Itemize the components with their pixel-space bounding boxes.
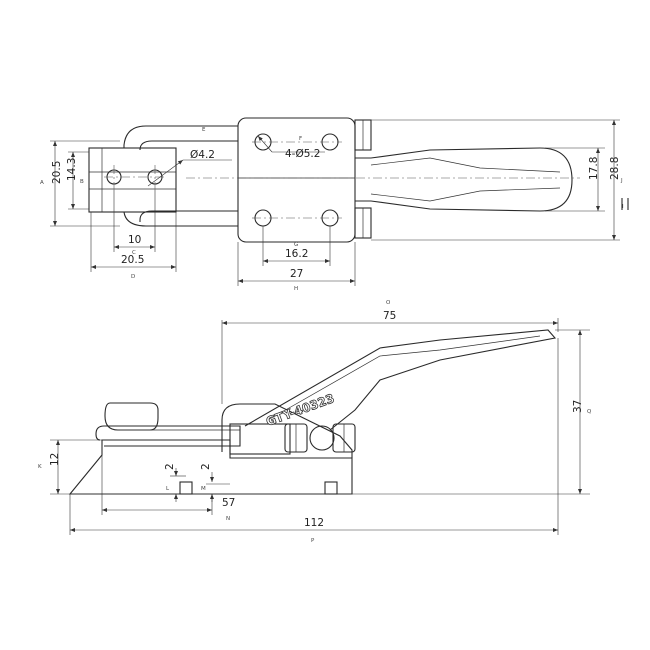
dim-gap-right: 2 [200,463,212,470]
side-view: GTY-40323 75 3 [38,300,592,544]
letter-k: K [38,464,42,470]
callout-hole-large: 4-Ø5.2 [285,148,320,160]
letter-a: A [40,180,44,186]
dim-inner-height: 14.3 [66,158,78,181]
handle-top-view [355,147,573,212]
dim-height: 37 [572,400,584,413]
base-pad-left [179,481,193,495]
dim-hook-height: 12 [49,453,61,466]
letter-c: C [132,250,136,256]
letter-h: H [294,286,298,292]
callout-hole-small: Ø4.2 [190,149,215,161]
letter-n: N [226,516,230,522]
hook-strap [123,125,238,227]
top-view: 20.5 14.3 10 20.5 16.2 27 17.8 28.8 Ø4.2… [40,117,629,292]
letter-p: P [311,538,315,544]
letter-m: M [201,486,206,492]
dim-gap-left: 2 [164,463,176,470]
model-label: GTY-40323 [264,391,336,429]
handle-side-view [244,329,557,431]
dim-overall-length: 112 [304,517,324,529]
dim-base-offset: 57 [222,497,235,509]
body-arm [221,403,353,458]
letter-e: E [202,127,206,133]
base-pad-right [324,481,338,495]
letter-i: I [622,204,624,210]
dim-handle-outer: 28.8 [609,157,621,180]
letter-g: G [294,242,298,248]
letter-j: J [620,178,623,184]
dim-handle-length: 75 [383,310,396,322]
letter-d: D [131,274,135,280]
letter-q: Q [587,409,592,415]
dim-mount-width: 27 [290,268,303,280]
base-plate [88,147,177,213]
letter-l: L [166,486,170,492]
dim-base-width: 20.5 [121,254,144,266]
mounting-body [237,117,356,243]
dim-handle-inner: 17.8 [588,157,600,180]
letter-b: B [80,179,84,185]
ball-joint [309,425,335,451]
dim-overall-height: 20.5 [51,161,63,184]
letter-o: O [386,300,391,306]
dim-hole-spacing: 10 [128,234,141,246]
pivot-block [229,423,291,455]
dim-mount-spacing: 16.2 [285,248,308,260]
letter-f: F [299,136,302,142]
